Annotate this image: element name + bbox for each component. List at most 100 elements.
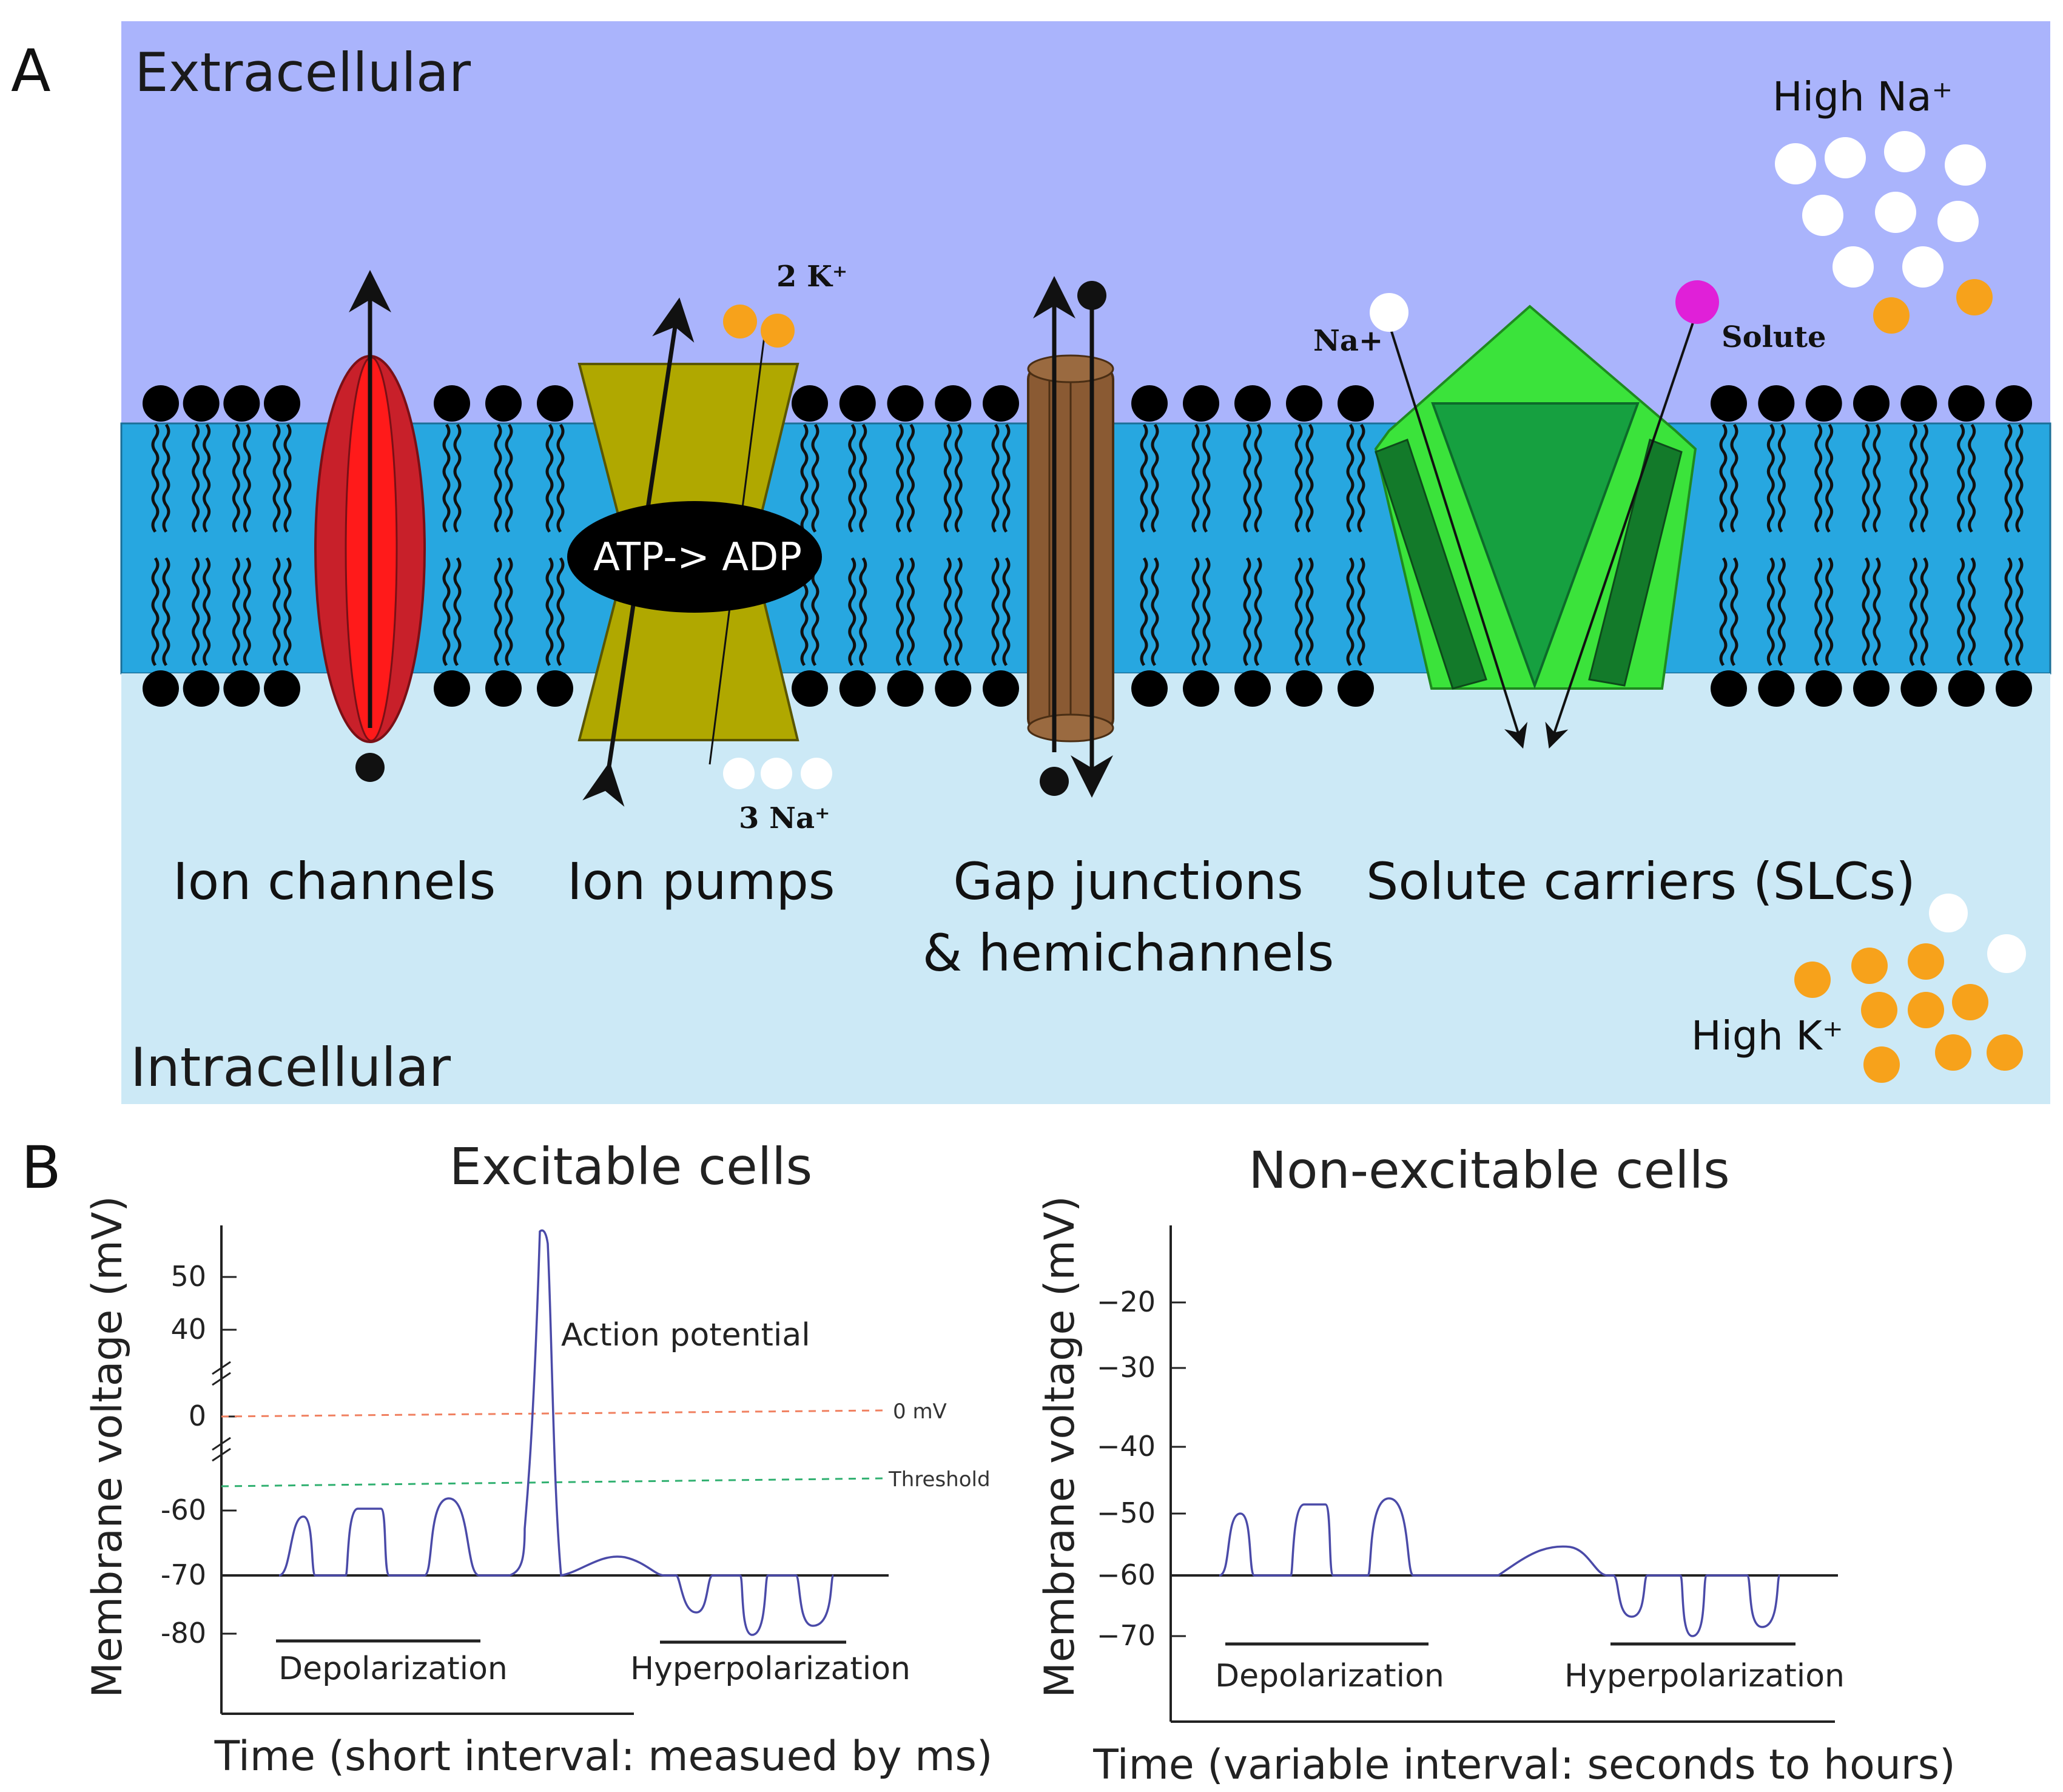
lipid-head: [935, 670, 972, 707]
lipid-head: [1711, 670, 1747, 707]
y-axis-title: Membrane voltage (mV): [1036, 1196, 1084, 1698]
lipid-head: [1900, 670, 1937, 707]
slc-solute-label: Solute: [1721, 320, 1826, 354]
depolarization-label: Depolarization: [1215, 1658, 1444, 1694]
slc-label: Solute carriers (SLCs): [1366, 852, 1916, 911]
y-tick-label: −50: [1097, 1497, 1156, 1529]
lipid-head: [143, 670, 179, 707]
y-tick-label: -70: [161, 1558, 206, 1591]
lipid-head: [1758, 670, 1795, 707]
y-tick-label: −30: [1097, 1351, 1156, 1384]
solute-molecule: [1675, 280, 1719, 324]
lipid-head: [183, 385, 220, 422]
lipid-head: [223, 385, 260, 422]
y-tick-label: −60: [1097, 1558, 1156, 1591]
lipid-head: [537, 385, 573, 422]
lipid-head: [183, 670, 220, 707]
lipid-head: [1183, 385, 1219, 422]
y-tick-label: -80: [161, 1617, 206, 1649]
lipid-head: [935, 385, 972, 422]
panel-a: A Extracellular Intracellular ATP-> ADP …: [11, 21, 2051, 1104]
extracellular-label: Extracellular: [135, 41, 471, 104]
lipid-head: [485, 670, 522, 707]
ion-pumps-label: Ion pumps: [567, 852, 835, 911]
ion-pump: ATP-> ADP 2 K⁺ 3 Na⁺: [567, 260, 847, 835]
lipid-head: [1948, 670, 1985, 707]
atp-label: ATP-> ADP: [593, 535, 802, 580]
lipid-head: [1996, 670, 2032, 707]
non-excitable-chart: Non-excitable cells Membrane voltage (mV…: [1036, 1140, 1956, 1789]
panel-b: B Excitable cells Membrane voltage (mV) …: [21, 1134, 1956, 1789]
zero-reference-line: [221, 1409, 883, 1418]
lipid-head: [1338, 670, 1374, 707]
intracellular-region: [121, 673, 2050, 1104]
y-tick-label: −40: [1097, 1430, 1156, 1463]
lipid-head: [839, 385, 876, 422]
lipid-head: [1758, 385, 1795, 422]
threshold-line: [221, 1477, 883, 1487]
slc-na-label: Na+: [1313, 324, 1383, 358]
na-ion: [801, 758, 832, 789]
lipid-head: [1853, 385, 1890, 422]
lipid-head: [1286, 385, 1322, 422]
hyperpolarization-label: Hyperpolarization: [1564, 1658, 1845, 1694]
lipid-head: [1853, 670, 1890, 707]
na-ion: [723, 758, 755, 789]
ion-channel: [314, 270, 426, 782]
k-ion: [761, 314, 795, 348]
chart-title: Non-excitable cells: [1248, 1140, 1730, 1200]
lipid-head: [839, 670, 876, 707]
lipid-head: [1131, 670, 1168, 707]
lipid-head: [485, 385, 522, 422]
k-ion: [723, 305, 757, 339]
y-tick-label: 40: [170, 1313, 206, 1346]
lipid-head: [983, 670, 1019, 707]
panel-b-letter: B: [21, 1134, 61, 1202]
lipid-head: [1183, 670, 1219, 707]
lipid-head: [792, 385, 828, 422]
axis-break-mark: [212, 1361, 231, 1462]
lipid-head: [264, 670, 300, 707]
excitable-chart: Excitable cells Membrane voltage (mV) Ti…: [84, 1137, 992, 1780]
lipid-head: [1996, 385, 2032, 422]
lipid-head: [434, 670, 470, 707]
y-tick-label: 0: [189, 1400, 206, 1432]
lipid-head: [1234, 385, 1271, 422]
na-ion: [1370, 293, 1408, 332]
gap-junctions-label: Gap junctions: [953, 852, 1303, 911]
lipid-head: [1805, 385, 1842, 422]
lipid-head: [1131, 385, 1168, 422]
lipid-head: [792, 670, 828, 707]
lipid-head: [983, 385, 1019, 422]
lipid-head: [887, 670, 924, 707]
hyperpolarization-label: Hyperpolarization: [630, 1651, 910, 1687]
y-axis-title: Membrane voltage (mV): [84, 1196, 132, 1698]
lipid-head: [1948, 385, 1985, 422]
pump-na-label: 3 Na⁺: [739, 801, 830, 835]
high-k-cluster: High K⁺: [1691, 894, 2026, 1083]
y-tick-label: −20: [1097, 1285, 1156, 1318]
lipid-head: [1900, 385, 1937, 422]
lipid-head: [1805, 670, 1842, 707]
intracellular-label: Intracellular: [130, 1036, 451, 1099]
high-na-label: High Na⁺: [1772, 73, 1953, 120]
membrane-voltage-trace: [1219, 1497, 1781, 1637]
lipid-head: [1338, 385, 1374, 422]
x-axis-title: Time (short interval: measued by ms): [214, 1733, 993, 1780]
depolarization-label: Depolarization: [278, 1651, 508, 1687]
lipid-head: [264, 385, 300, 422]
y-tick-label: −70: [1097, 1619, 1156, 1652]
ion-channels-label: Ion channels: [173, 852, 496, 911]
lipid-head: [887, 385, 924, 422]
lipid-head: [1711, 385, 1747, 422]
lipid-bilayer: [143, 385, 2032, 707]
gap-junction: [1027, 276, 1114, 798]
action-potential-label: Action potential: [561, 1317, 810, 1353]
zero-reference-label: 0 mV: [893, 1400, 947, 1424]
panel-a-letter: A: [11, 37, 51, 105]
lipid-head: [1286, 670, 1322, 707]
pump-k-label: 2 K⁺: [776, 260, 847, 294]
y-tick-label: -60: [161, 1494, 206, 1526]
hemichannels-label: & hemichannels: [923, 923, 1334, 983]
